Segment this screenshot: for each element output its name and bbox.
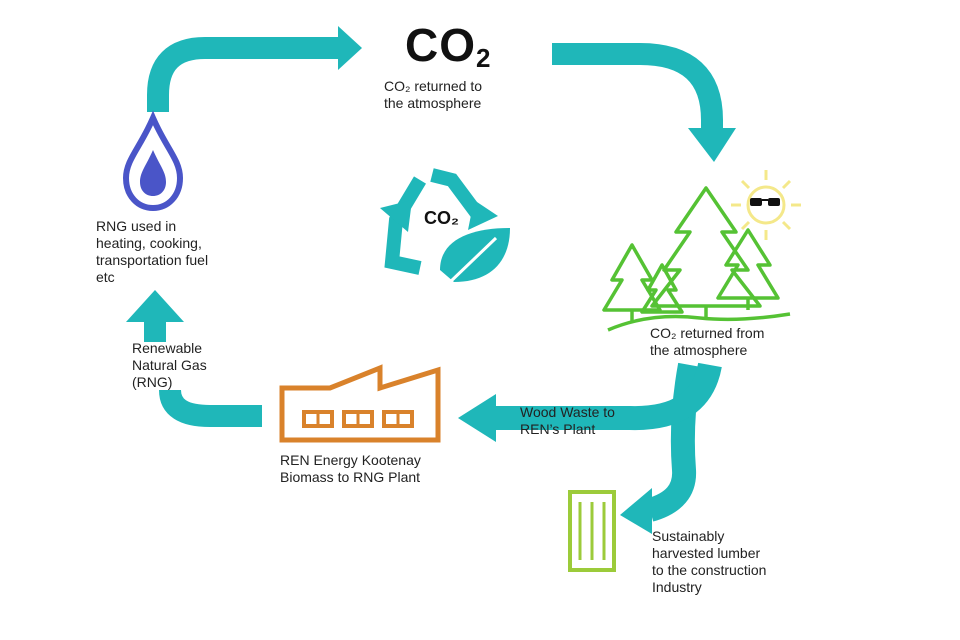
- factory-icon: [279, 364, 441, 443]
- label-wood-waste: Wood Waste to REN’s Plant: [520, 404, 615, 437]
- flame-icon: [122, 110, 184, 212]
- recycle-co2-badge: CO₂: [424, 208, 459, 228]
- label-plant: REN Energy Kootenay Biomass to RNG Plant: [280, 452, 421, 485]
- arrow-to-lumber: [620, 362, 702, 534]
- arrow-to-trees: [552, 43, 736, 162]
- label-co2-returned-from: CO₂ returned from the atmosphere: [650, 325, 765, 358]
- label-lumber: Sustainably harvested lumber to the cons…: [652, 528, 767, 595]
- recycle-leaf-icon: [380, 168, 510, 286]
- trees-icon: [602, 186, 791, 332]
- label-rng-used: RNG used in heating, cooking, transporta…: [96, 218, 209, 285]
- arrow-up-to-rng-use: [126, 290, 184, 342]
- co2-heading: CO2: [405, 19, 492, 73]
- arrow-wood-waste: [458, 362, 722, 442]
- arrow-plant-to-rng: [159, 388, 262, 427]
- label-rng: Renewable Natural Gas (RNG): [132, 340, 207, 390]
- building-icon: [568, 490, 616, 572]
- label-co2-returned-to: CO₂ returned to the atmosphere: [384, 78, 483, 111]
- sun-icon: [731, 170, 801, 240]
- arrow-to-co2: [147, 26, 362, 112]
